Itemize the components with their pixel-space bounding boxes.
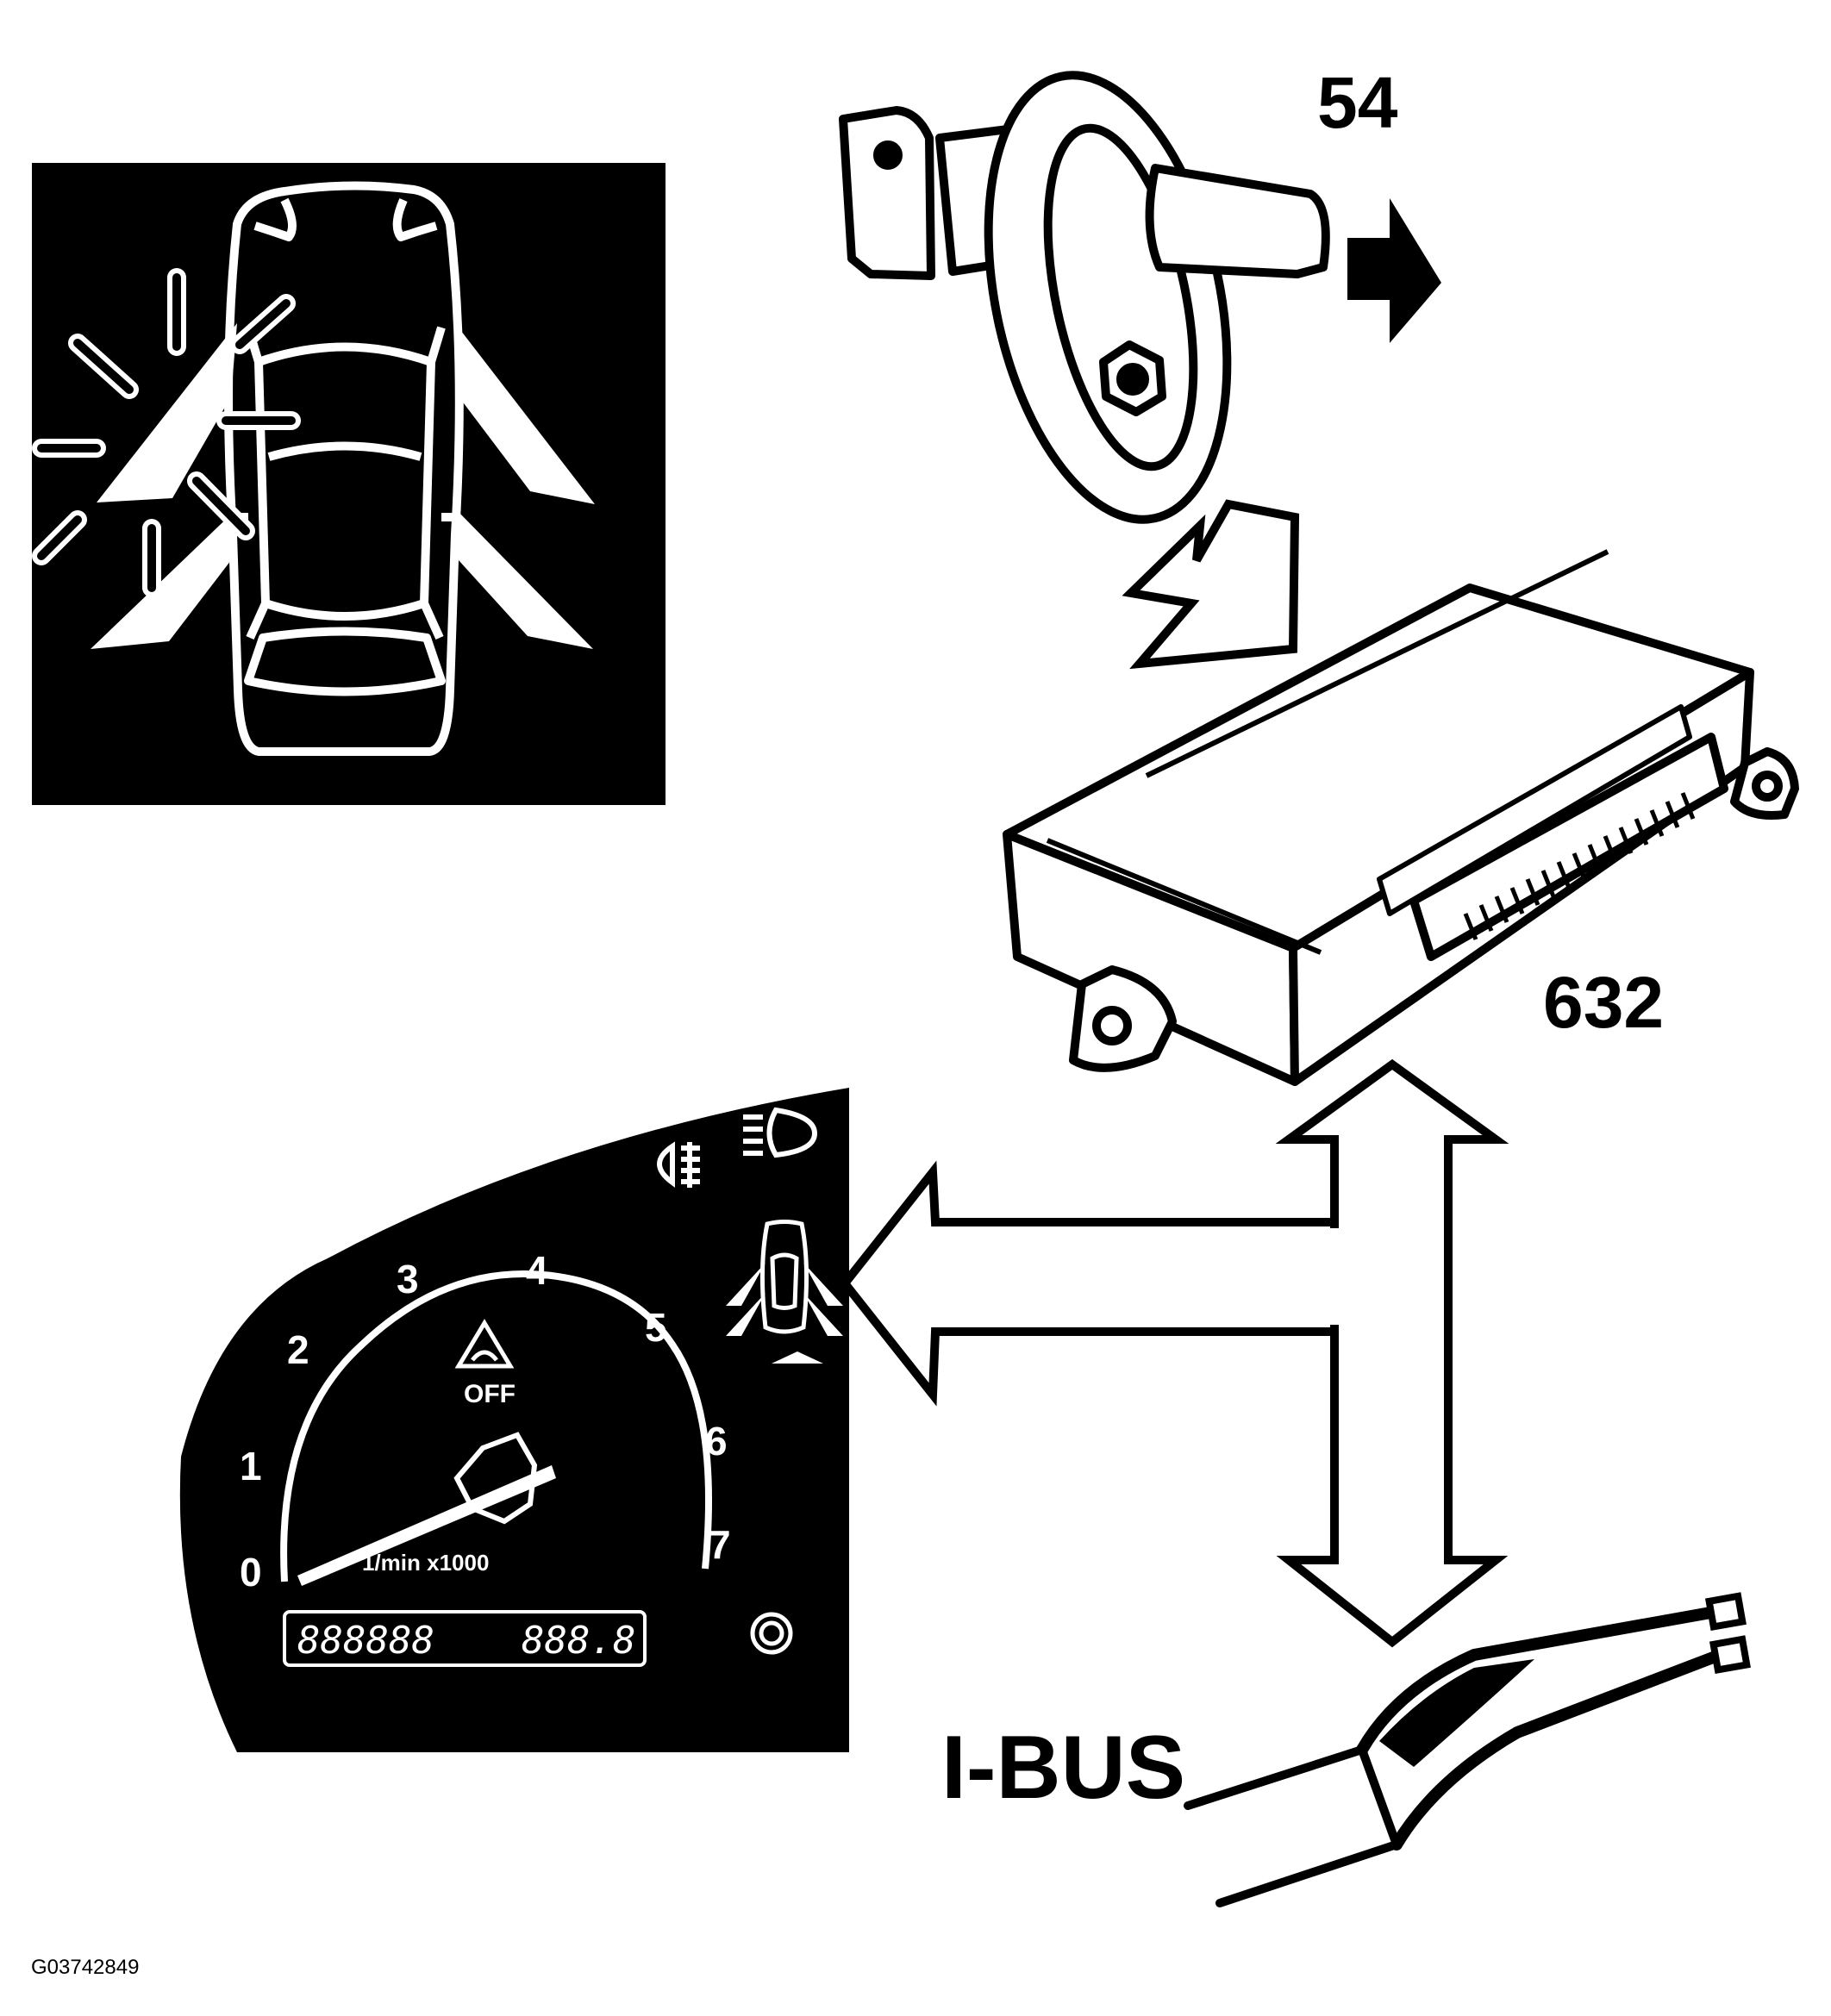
signal-to-cluster-arrow	[839, 1160, 1339, 1407]
tach-number-6: 6	[705, 1419, 728, 1464]
module-connector-pins	[1463, 792, 1696, 940]
door-contact-switch	[839, 71, 1330, 524]
tachometer-scale	[280, 1270, 713, 1582]
instrument-cluster	[179, 1088, 849, 1752]
odometer-value: 888888	[297, 1619, 434, 1663]
reset-knob-icon	[750, 1612, 793, 1655]
fog-light-icon	[657, 1141, 700, 1188]
label-632: 632	[1543, 962, 1664, 1043]
i-bus-cable	[1184, 1606, 1726, 1907]
module-bus-double-arrow	[1275, 1058, 1509, 1648]
tach-number-7: 7	[709, 1522, 731, 1567]
plunger-motion-arrow-icon	[1347, 198, 1441, 343]
tach-number-4: 4	[526, 1248, 548, 1293]
switch-signal-arrow-icon	[1122, 499, 1300, 670]
open-door-icons	[91, 323, 595, 649]
figure-id: G03742849	[31, 1956, 139, 1979]
tach-unit-label: 1/min x1000	[362, 1550, 489, 1576]
i-bus-connector-plugs	[1704, 1592, 1751, 1675]
tachometer-needle	[297, 1465, 556, 1586]
label-i-bus: I-BUS	[941, 1718, 1185, 1818]
headlight-icon	[743, 1107, 818, 1158]
trip-value: 888.8	[522, 1619, 635, 1663]
control-module-632	[1003, 549, 1799, 1086]
tachometer-hub	[453, 1432, 538, 1525]
i-bus-cable-sleeve	[1379, 1659, 1534, 1767]
tach-number-5: 5	[645, 1305, 667, 1350]
odometer-display	[283, 1610, 647, 1667]
tach-number-3: 3	[397, 1257, 419, 1301]
traction-control-icon	[454, 1319, 515, 1369]
tach-number-1: 1	[240, 1444, 262, 1489]
traction-off-label: OFF	[464, 1380, 516, 1408]
tach-number-2: 2	[287, 1327, 309, 1372]
door-ajar-indicator-icon	[759, 1220, 809, 1334]
label-54: 54	[1317, 62, 1398, 143]
door-ajar-indicator-doors-icon	[726, 1263, 843, 1364]
door-ajar-warning-panel	[32, 163, 666, 805]
tach-number-0: 0	[240, 1550, 262, 1595]
